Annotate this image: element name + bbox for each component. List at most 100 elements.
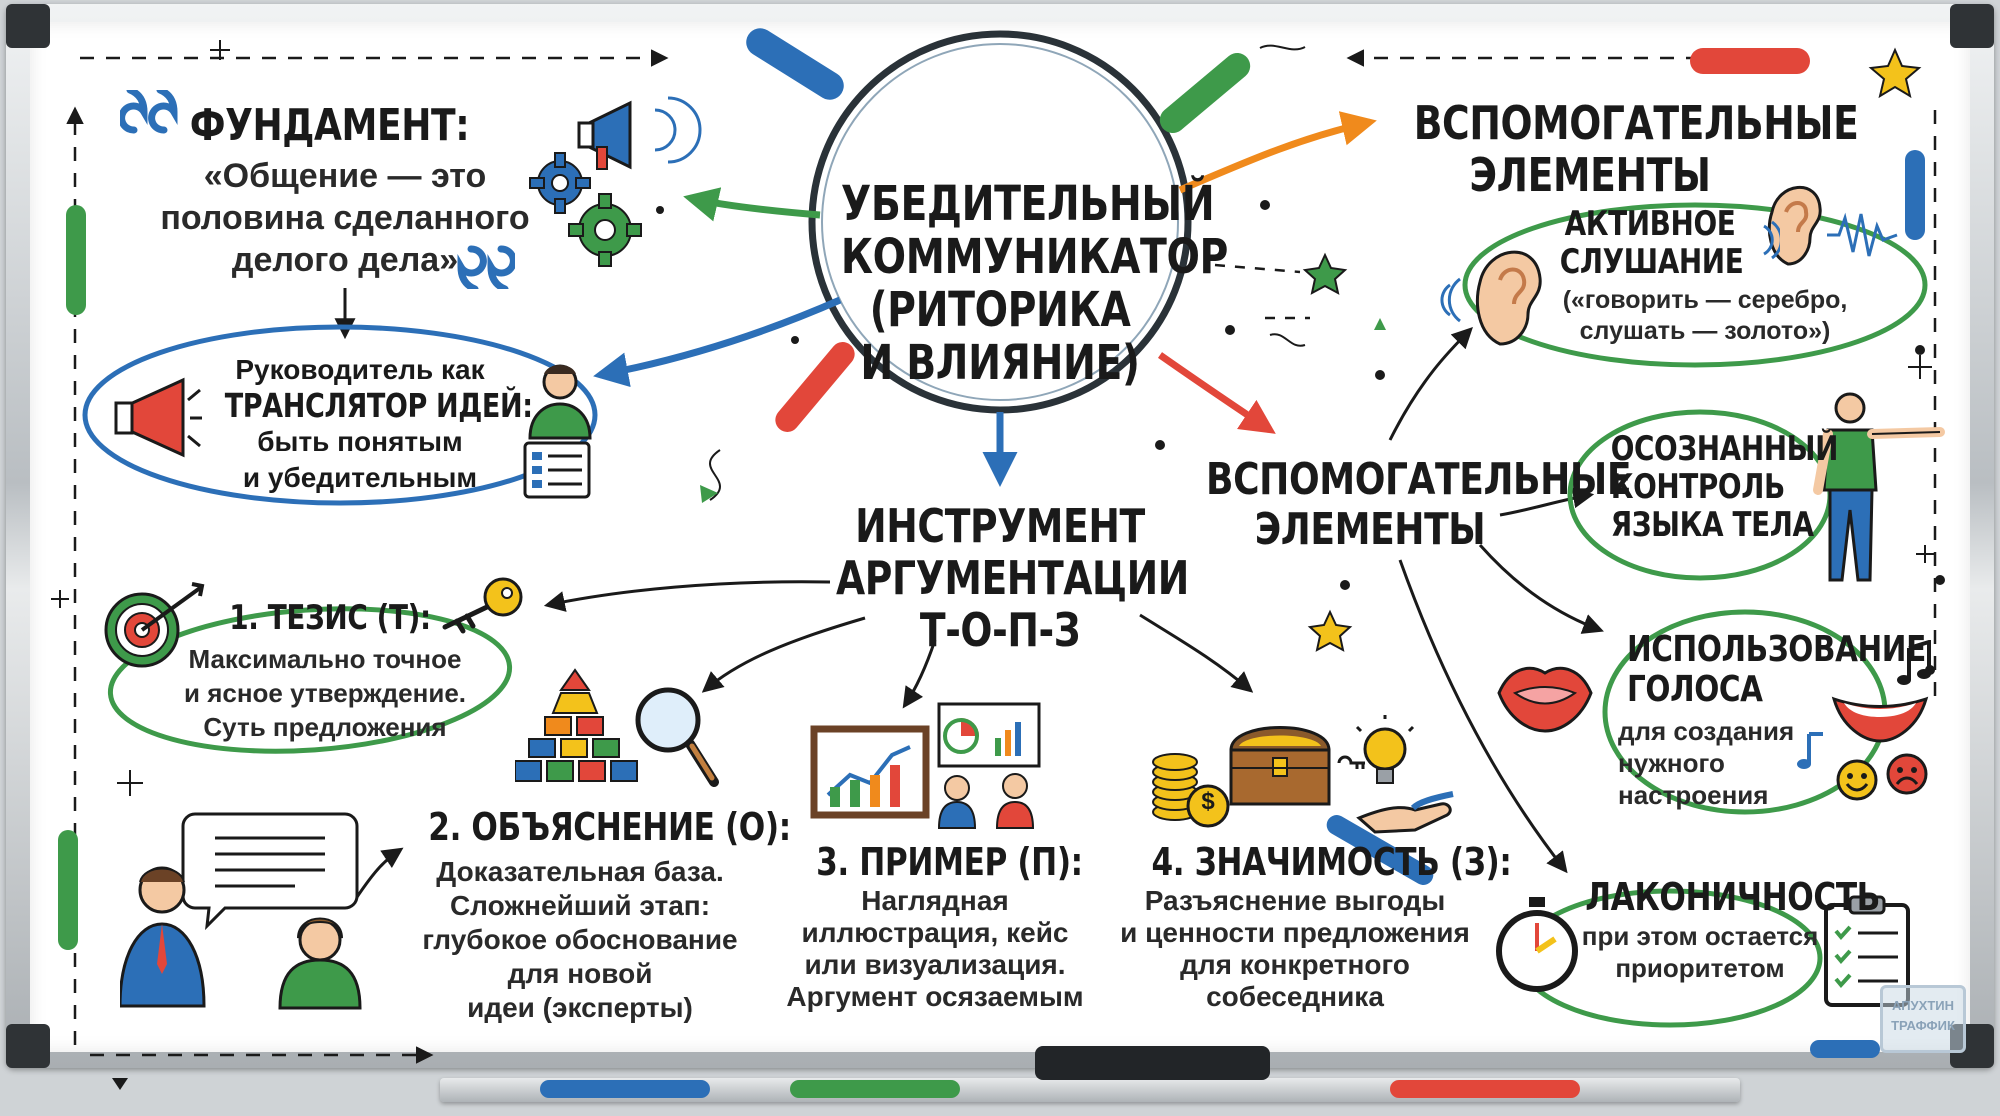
example-title: 3. ПРИМЕР (П): [816,840,1083,884]
significance-line: Разъяснение выгоды [1144,885,1446,916]
lightbulb-icon [1337,715,1415,784]
voice-title: ИСПОЛЬЗОВАНИЕ ГОЛОСА [1627,630,1926,710]
center-line: (РИТОРИКА [869,282,1131,338]
aux-line: ВСПОМОГАТЕЛЬНЫЕ [1206,454,1632,505]
star-icon [112,47,1922,1090]
chart-board-icon [810,725,930,819]
foundation-title: ФУНДАМЕНТ: [189,100,470,151]
brevity-line: приоритетом [1615,953,1785,983]
tool-line: АРГУМЕНТАЦИИ [836,551,1189,605]
center-line: КОММУНИКАТОР [840,229,1228,285]
music-note-icon [1897,640,1931,685]
significance-line: собеседника [1206,981,1384,1012]
human-figure-icon [1813,392,1945,582]
lips-icon [1497,666,1593,733]
quote-line: половина сделанного [160,199,530,237]
body-line: ЯЗЫКА ТЕЛА [1610,505,1814,545]
sound-wave-icon [1827,212,1898,257]
explanation-line: Сложнейший этап: [449,890,711,921]
leader-oval [82,324,598,506]
marker-icon [1810,1040,1880,1058]
smiley-icon [1836,759,1878,801]
treasure-chest-icon [1229,726,1331,806]
marker-icon [790,1080,960,1098]
sad-face-icon [1886,753,1928,795]
example-line: Аргумент осязаемым [786,981,1084,1012]
listening-desc: («говорить — серебро, слушать — золото») [1545,285,1865,347]
brevity-line: при этом остается [1581,921,1819,951]
aux-top-title: ВСПОМОГАТЕЛЬНЫЕ ЭЛЕМЕНТЫ [1413,96,1859,202]
quote-line: делого дела» [231,241,459,279]
eraser [1035,1046,1270,1080]
people-talking-icon [120,812,362,1010]
person-icon [528,364,592,440]
thesis-desc: Максимально точное и ясное утверждение. … [165,642,485,744]
listening-oval [1462,202,1928,368]
clipboard-icon [1824,895,1910,1007]
checklist-icon [523,441,591,499]
center-line: И ВЛИЯНИЕ) [860,335,1140,391]
gears-icon [529,152,642,267]
center-circle [808,30,1192,414]
explanation-line: для новой [507,958,653,989]
megaphone-icon [114,377,202,458]
thesis-oval [107,606,513,754]
brevity-title: ЛАКОНИЧНОСТЬ [1585,875,1881,919]
music-note-icon [1797,732,1823,769]
listening-line: АКТИВНОЕ [1564,204,1736,244]
example-line: иллюстрация, кейс [801,917,1069,948]
quote-line: «Общение — это [203,157,487,195]
voice-line: нужного [1618,748,1725,778]
brevity-desc: при этом остается приоритетом [1570,920,1830,984]
tool-line: Т-О-П-З [919,603,1081,657]
listening-title: АКТИВНОЕ СЛУШАНИЕ [1559,204,1744,282]
dollar-sign: $ [1201,788,1215,815]
thesis-line: и ясное утверждение. [183,678,467,708]
voice-line: для создания [1618,716,1795,746]
stopwatch-icon [1496,897,1578,992]
explanation-line: глубокое обоснование [422,924,738,955]
body-language-text: ОСОЗНАННЫЙ КОНТРОЛЬ ЯЗЫКА ТЕЛА [1610,429,1839,545]
aux-line: ЭЛЕМЕНТЫ [1469,148,1711,202]
aux-line: ВСПОМОГАТЕЛЬНЫЕ [1413,96,1859,150]
significance-title: 4. ЗНАЧИМОСТЬ (З): [1151,840,1512,884]
thesis-title: 1. ТЕЗИС (Т): [229,598,431,638]
marker-icon [540,1080,710,1098]
listening-line: СЛУШАНИЕ [1559,242,1744,282]
explanation-title: 2. ОБЪЯСНЕНИЕ (О): [428,805,791,849]
marker-icon [58,28,1925,950]
voice-desc: для создания нужного настроения [1618,715,1818,811]
key-icon [442,577,523,634]
magnifier-icon [635,687,719,787]
tool-line: ИНСТРУМЕНТ [855,499,1145,553]
presentation-icon [937,702,1041,829]
sound-wave-icon [1763,220,1780,260]
watermark-line: ТРАФФИК [1891,1018,1955,1033]
leader-line: Руководитель как [235,354,485,385]
significance-desc: Разъяснение выгоды и ценности предложени… [1110,885,1480,1013]
explanation-line: идеи (эксперты) [467,992,693,1023]
thesis-line: Суть предложения [203,712,447,742]
watermark-logo: АПУХТИН ТРАФФИК [1880,985,1966,1053]
coins-icon [1152,753,1230,828]
body-line: ОСОЗНАННЫЙ [1610,429,1839,469]
ear-icon [1476,250,1542,346]
voice-line: настроения [1618,780,1769,810]
leader-line: ТРАНСЛЯТОР ИДЕЙ: [224,386,533,425]
target-icon [104,582,205,668]
lips-icon [1831,696,1929,743]
center-line: УБЕДИТЕЛЬНЫЙ [840,176,1215,232]
watermark-text: АПУХТИН ТРАФФИК [1883,996,1963,1036]
megaphone-icon [577,100,632,170]
frame-corner [6,4,50,48]
listening-line: слушать — золото») [1579,317,1831,345]
frame-corner [1950,4,1994,48]
thesis-line: Максимально точное [188,644,462,674]
hand-icon [1356,791,1454,834]
leader-text: Руководитель как ТРАНСЛЯТОР ИДЕЙ: быть п… [195,352,533,496]
leader-line: и убедительным [242,462,478,493]
center-title: УБЕДИТЕЛЬНЫЙ КОММУНИКАТОР (РИТОРИКА И ВЛ… [840,176,1228,391]
watermark-line: АПУХТИН [1892,998,1954,1013]
